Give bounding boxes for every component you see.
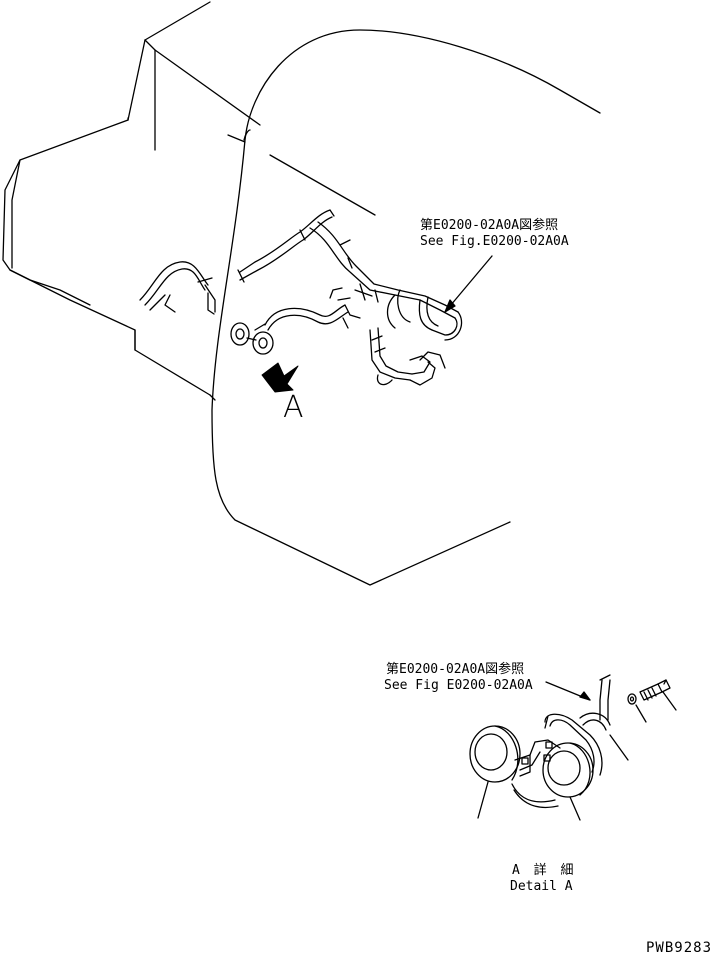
detail-caption-english: Detail A — [510, 879, 573, 894]
drawing-code: PWB9283 — [646, 940, 713, 956]
detail-caption-japanese: A 詳 細 — [512, 863, 577, 878]
reference-note-bottom-english: See Fig E0200-02A0A — [384, 678, 533, 693]
detail-a-horn-assembly — [470, 675, 676, 820]
horn-pair-main-view — [231, 323, 273, 354]
reference-note-top-english: See Fig.E0200-02A0A — [420, 234, 569, 249]
view-arrow-a — [262, 363, 298, 392]
reference-note-bottom-japanese: 第E0200-02A0A図参照 — [386, 662, 525, 677]
wiring-harness — [140, 210, 462, 385]
view-label-a: A — [283, 390, 304, 425]
leader-line-top — [445, 256, 492, 312]
cab-body-outline — [3, 2, 600, 585]
reference-note-top-japanese: 第E0200-02A0A図参照 — [420, 218, 559, 233]
leader-line-bottom — [546, 682, 590, 700]
